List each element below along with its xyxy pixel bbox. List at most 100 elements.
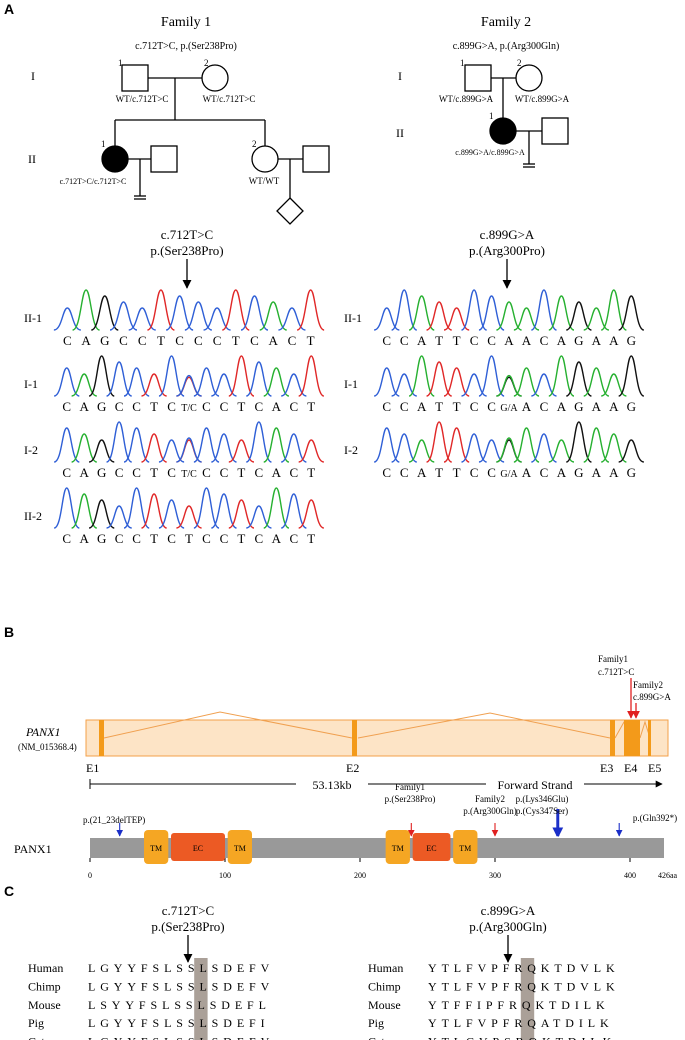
chromatogram-peak [128,307,156,331]
chromatogram-base-call: T [307,531,315,546]
chromatogram-base-call: G [627,465,636,480]
exon-3 [610,720,615,756]
chromatogram-peak [221,289,250,331]
chromatogram-base-call: T [435,333,443,348]
chromatogram-peak [203,307,231,331]
chromatogram-base-call: A [417,465,427,480]
family-1-II-1-affected-female-symbol [101,145,129,173]
chromatogram-base-call: C [119,333,128,348]
conservation-sequence: YTLFVPFRQKTDVLK [428,961,620,975]
chromatogram-peak [496,374,522,397]
chromatogram-base-call: C [400,465,409,480]
chromatogram-peak [184,301,213,331]
chromatogram-base-call: T [435,399,443,414]
chromatogram-peak [280,493,307,529]
chromatogram-base-call: C [382,465,391,480]
conservation-species-label: Human [368,961,403,975]
family-1-III-sex-unknown-symbol [276,197,304,225]
chromatogram-peak [72,289,100,331]
chromatogram-left-variant: c.712T>C [161,227,213,242]
family-2-I-2-id: 2 [517,58,522,68]
gene-variant-annotations: Family1 c.712T>C Family2 c.899G>A [598,654,671,719]
chromatogram-peak [443,427,470,463]
chromatogram-peak [158,499,185,529]
family-1-generation-i: I [31,69,35,83]
chromatogram-base-call: C [62,465,71,480]
chromatogram-base-call: C [289,531,298,546]
chromatogram-peak [88,499,115,529]
chromatogram-peak [211,433,237,463]
chromatogram-base-call: C [540,465,549,480]
family-1-II-1-spouse-male-symbol [150,145,178,173]
chromatogram-base-call: C [132,465,141,480]
protein-axis-tick-label: 100 [219,871,231,880]
family-1-II-2-spouse-male-symbol [302,145,330,173]
chromatogram-base-call: A [417,399,427,414]
chromatogram-peak [391,373,418,397]
chromatogram-base-call: A [557,465,567,480]
family-1-I-1-genotype: WT/c.712T>C [116,94,169,104]
conservation-species-label: Mouse [28,998,61,1012]
chromatogram-peak [141,373,167,397]
exon-2 [352,720,357,756]
conservation-sequence: YTLFVPFRQKTDVLK [428,979,620,993]
chromatogram-base-call: T [453,399,461,414]
gene-name: PANX1 [25,725,60,739]
chromatogram-base-call: A [80,531,90,546]
chromatogram-peak [513,427,540,463]
chromatogram-base-call: C [194,333,203,348]
chromatogram-base-call: C [138,333,147,348]
chromatogram-peak [193,367,220,397]
chromatogram-peak [211,373,237,397]
chromatogram-peak [496,437,522,463]
chromatogram-peak [443,307,470,331]
protein-domain-label: TM [234,844,246,853]
family-2-II-1-genotype: c.899G>A/c.899G>A [455,148,525,157]
protein-tm-domain [227,830,252,864]
chromatogram-base-call: G [574,465,583,480]
chromatogram-peak [193,487,220,529]
chromatogram-peak [565,361,592,397]
family-1-I-2-id: 2 [204,58,209,68]
chromatogram-row-label: I-2 [344,443,358,457]
chromatogram-base-call: A [522,333,532,348]
conservation-species-label: Mouse [368,998,401,1012]
chromatogram-base-call: A [609,465,619,480]
protein-variant-label: p.(Lys346Glu) [516,794,569,804]
chromatogram-peak [259,301,287,331]
conservation-right-protein: p.(Arg300Gln) [469,919,546,934]
intron-lines [103,711,651,739]
chromatogram-base-call: A [272,531,282,546]
chromatogram-base-call: T [157,333,165,348]
chromatogram-peak [53,427,80,463]
chromatogram-peak [280,433,307,463]
conservation-sequence: LGYYFSLSSLSDEFV [88,961,274,975]
chromatogram-peak [240,295,269,331]
chromatogram-peak [408,295,435,331]
chromatogram-base-call: C [202,399,211,414]
protein-tm-domain [144,830,169,864]
chromatogram-peak [71,433,98,463]
chromatogram-base-call: T [237,465,245,480]
chromatogram-base-call: C [382,333,391,348]
conservation-species-label: Pig [368,1016,384,1030]
exon-label-2: E2 [346,761,359,775]
chromatogram-base-call: T [435,465,443,480]
chromatogram-base-call: C [220,465,229,480]
chromatogram-base-call: A [417,333,427,348]
conservation-right-header: c.899G>A p.(Arg300Gln) [469,903,547,963]
chromatogram-peak [548,439,575,463]
conservation-left-header: c.712T>C p.(Ser238Pro) [151,903,225,963]
chromatogram-base-call: G [627,399,636,414]
conservation-sequence: LGYYFSLSSLSDEFV [88,979,274,993]
chromatogram-peak [211,493,237,529]
chromatogram-base-call: T [232,333,240,348]
conservation-species-label: Human [28,961,63,975]
chromatogram-base-call: A [609,399,619,414]
chromatogram-base-call: C [470,399,479,414]
family-1-I-1-male-symbol [121,64,149,92]
chromatogram-base-call: G [97,465,106,480]
chromatogram-peak [373,367,400,397]
family-1-generation-ii: II [28,152,36,166]
